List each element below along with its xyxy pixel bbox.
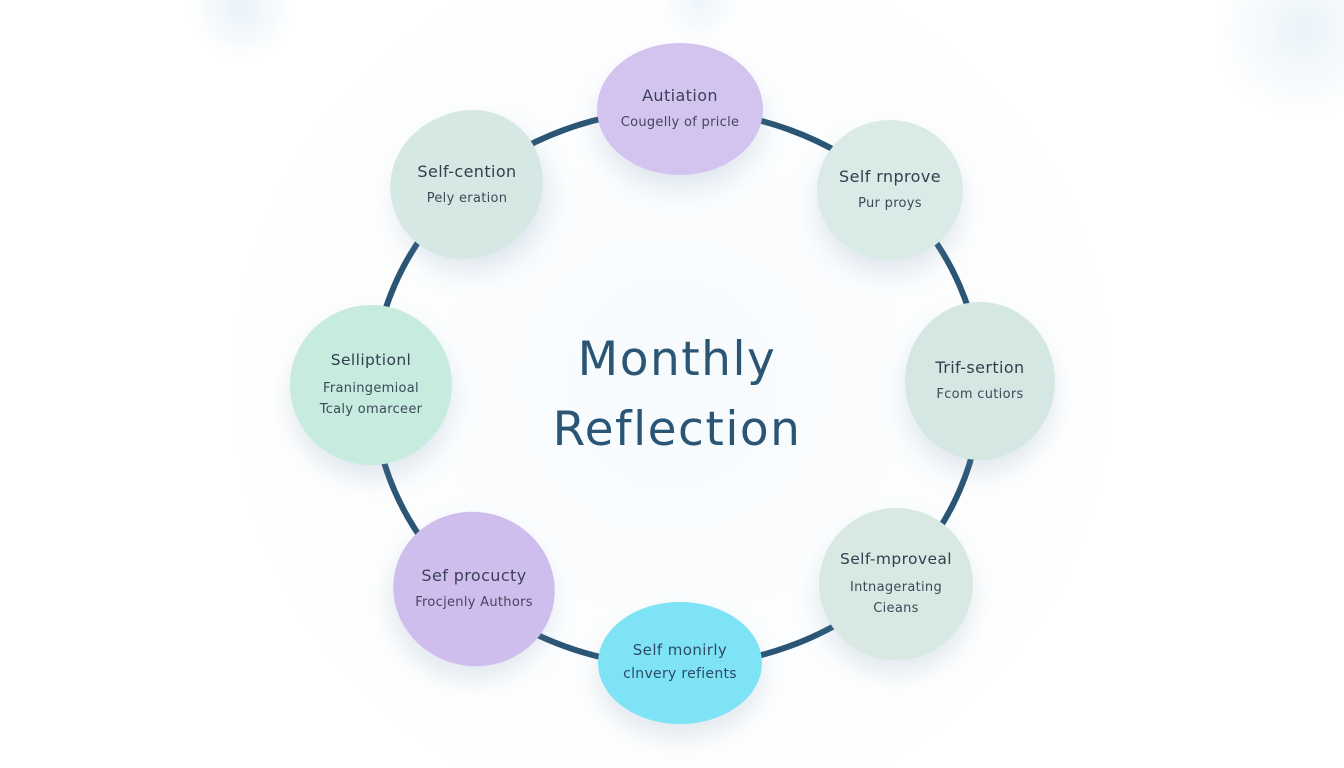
- node-subtitle: Cougelly of pricle: [620, 114, 740, 130]
- node-title: Self-mproveal: [839, 549, 953, 568]
- node-subtitle: clnvery refients: [623, 666, 737, 682]
- node-subtitle: Fcom cutiors: [936, 386, 1024, 402]
- node-subtitle: Pely eration: [426, 190, 508, 206]
- cycle-node-upper-left: Self-cention Pely eration: [366, 86, 568, 284]
- node-subtitle: Frocjenly Authors: [415, 594, 533, 610]
- node-text: Self-mproveal Intnagerating Cieans: [840, 550, 952, 619]
- node-title: Self monirly: [632, 641, 728, 659]
- node-subtitle-2: Tcaly omarceer: [319, 401, 423, 417]
- cycle-node-bottom-left: Sef procucty Frocjenly Authors: [376, 494, 572, 684]
- node-text: Selliptionl Franingemioal Tcaly omarceer: [320, 351, 423, 420]
- node-subtitle: Franingemioal: [323, 380, 419, 396]
- node-ellipse: [905, 302, 1055, 460]
- node-ellipse: [598, 602, 762, 724]
- node-text: Self-cention Pely eration: [417, 162, 516, 209]
- node-subtitle: Intnagerating: [849, 579, 943, 595]
- diagram-title-line2: Reflection: [552, 402, 802, 457]
- cycle-node-bottom: Self monirly clnvery refients: [598, 602, 762, 724]
- node-ellipse: [597, 43, 763, 175]
- cycle-node-right: Trif-sertion Fcom cutiors: [905, 302, 1055, 460]
- node-text: Autiation Cougelly of pricle: [621, 86, 740, 133]
- node-title: Trif-sertion: [935, 357, 1025, 377]
- node-text: Trif-sertion Fcom cutiors: [935, 358, 1024, 405]
- node-ellipse: [290, 305, 452, 465]
- cycle-node-upper-right: Self rnprove Pur proys: [817, 120, 963, 260]
- node-title: Self-cention: [417, 161, 517, 181]
- node-title: Selliptionl: [330, 350, 412, 369]
- node-title: Autiation: [642, 85, 718, 105]
- node-subtitle-2: Cieans: [873, 600, 919, 616]
- cycle-node-left: Selliptionl Franingemioal Tcaly omarceer: [290, 305, 452, 465]
- node-title: Sef procucty: [421, 565, 527, 585]
- node-text: Self monirly clnvery refients: [623, 641, 737, 685]
- cycle-node-top: Autiation Cougelly of pricle: [597, 43, 763, 175]
- node-ellipse: [817, 120, 963, 260]
- node-text: Sef procucty Frocjenly Authors: [415, 566, 533, 613]
- node-title: Self rnprove: [839, 166, 941, 186]
- diagram-title-line1: Monthly: [577, 332, 777, 387]
- cycle-node-bottom-right: Self-mproveal Intnagerating Cieans: [819, 508, 973, 660]
- node-subtitle: Pur proys: [858, 195, 922, 211]
- node-ellipse: [819, 508, 973, 660]
- node-text: Self rnprove Pur proys: [839, 167, 941, 214]
- diagram-title: Monthly Reflection: [553, 325, 802, 465]
